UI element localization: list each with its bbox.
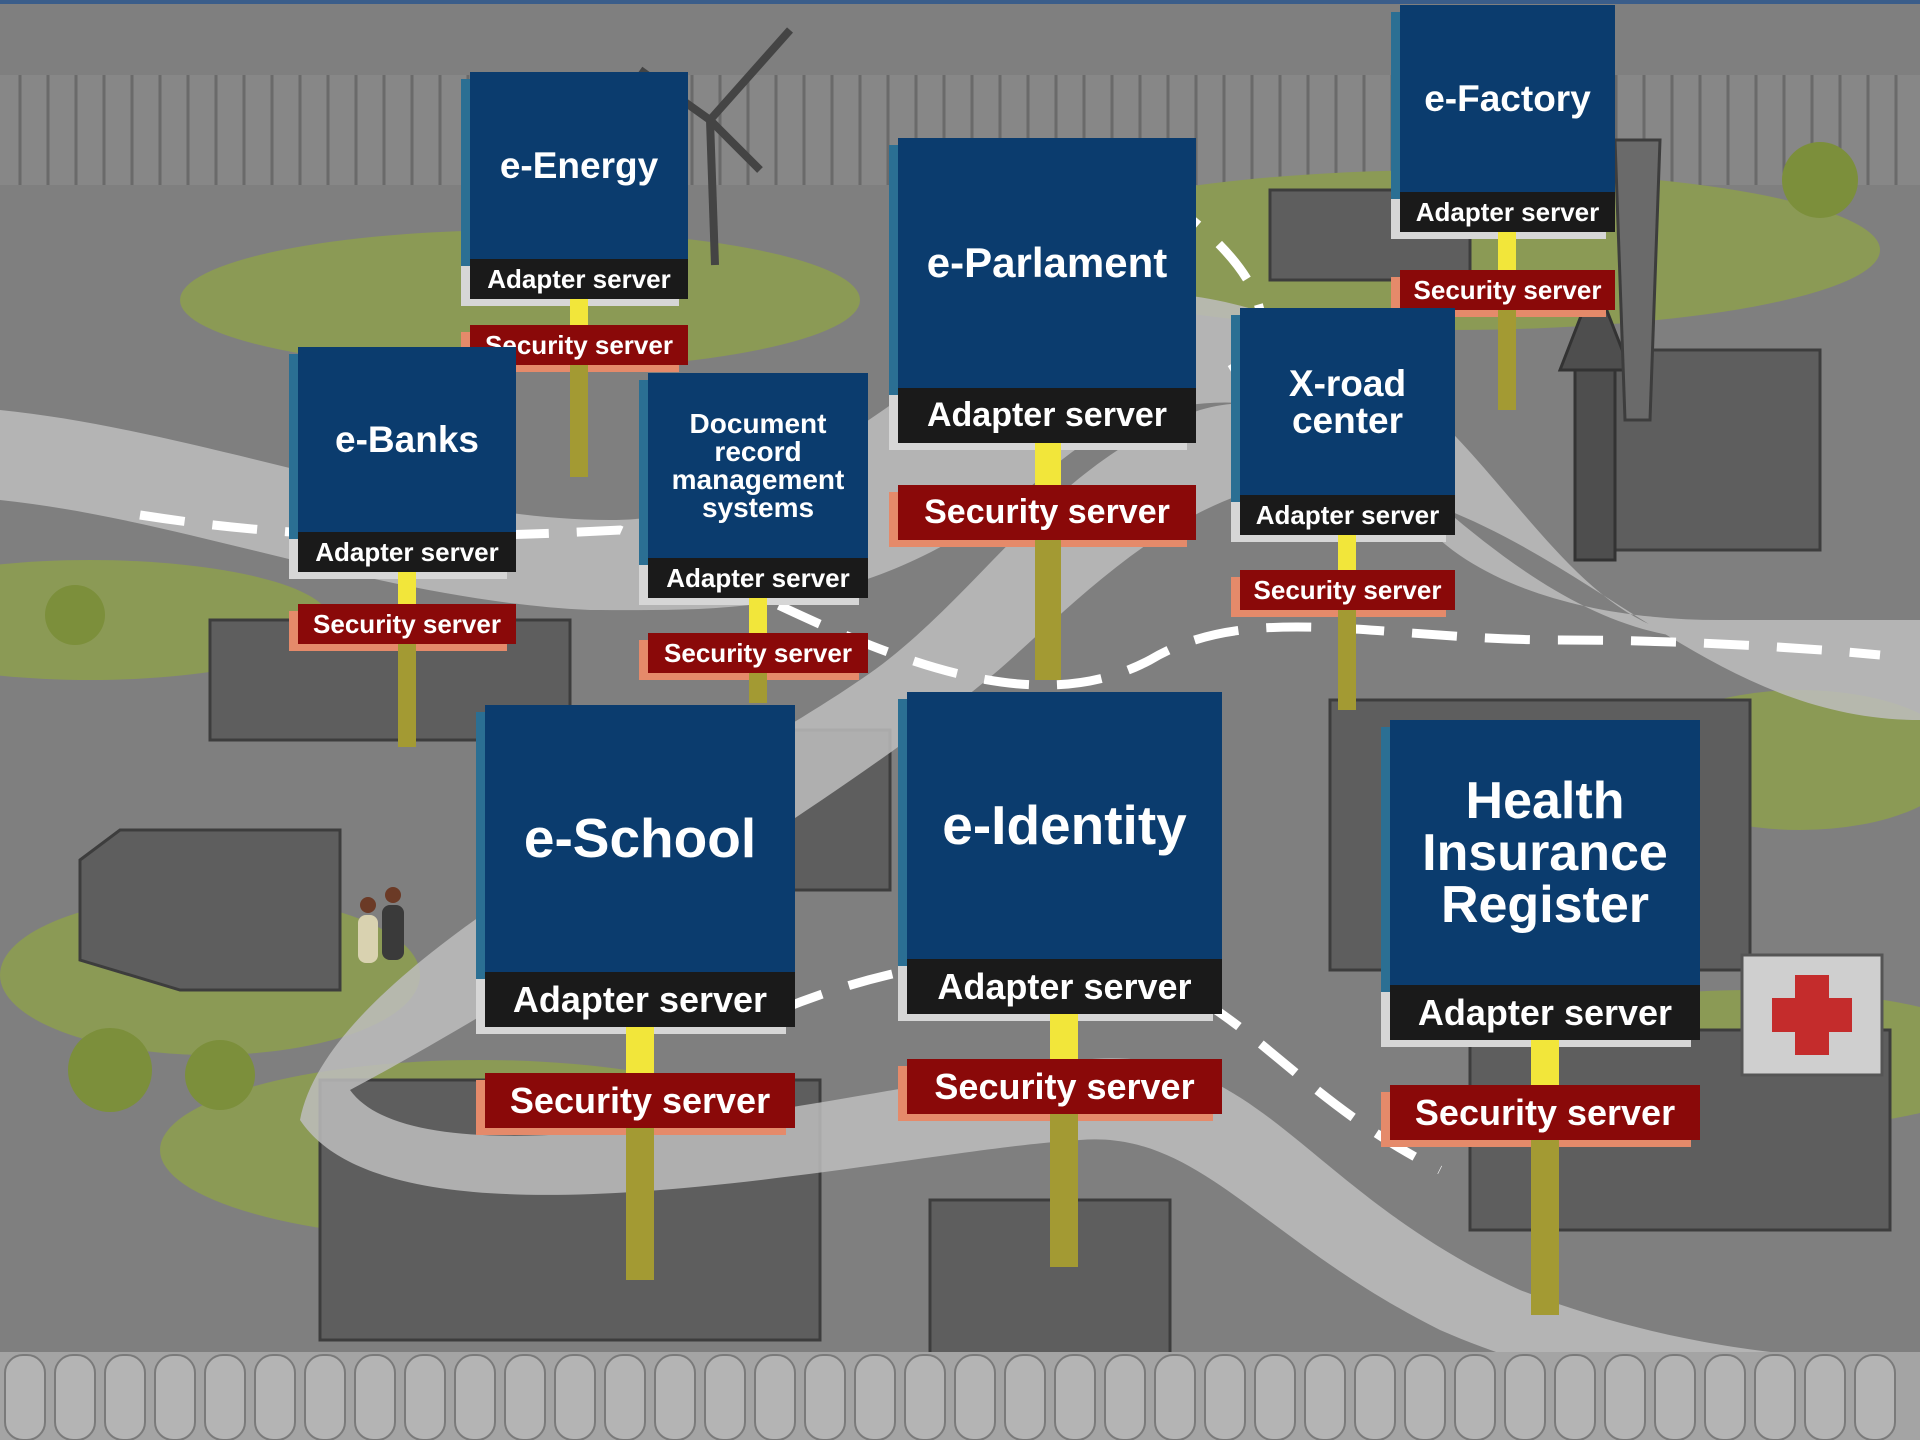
sign-post	[1050, 1114, 1078, 1267]
sign-title-line: record	[714, 435, 802, 467]
connector	[626, 1027, 654, 1073]
connector	[1050, 1014, 1078, 1059]
adapter-server-label: Adapter server	[1390, 985, 1700, 1040]
security-server-label: Security server	[470, 325, 688, 365]
sign-e-factory: e-Factory Adapter server Security server	[1400, 5, 1615, 410]
security-server-label: Security server	[298, 604, 516, 644]
connector	[1338, 535, 1356, 570]
sign-title-line: Health	[1465, 771, 1625, 830]
church	[1557, 275, 1633, 562]
sign-title: Health Insurance Register	[1390, 720, 1700, 985]
sign-health-insurance-register: Health Insurance Register Adapter server…	[1390, 720, 1700, 1320]
hospital-sign	[1740, 953, 1884, 1077]
sign-title: X-road center	[1240, 308, 1455, 495]
pedestrians	[358, 887, 404, 963]
sign-title: e-School	[485, 705, 795, 972]
sign-e-energy: e-Energy Adapter server Security server	[470, 72, 688, 482]
adapter-server-label: Adapter server	[485, 972, 795, 1027]
sign-post	[1498, 310, 1516, 410]
factory-chimney	[1613, 138, 1662, 422]
adapter-server-label: Adapter server	[298, 532, 516, 572]
connector	[749, 598, 767, 633]
sign-title-line: Insurance	[1422, 823, 1668, 882]
security-server-label: Security server	[1400, 270, 1615, 310]
road	[0, 292, 1920, 1421]
sign-e-banks: e-Banks Adapter server Security server	[298, 347, 516, 752]
sign-title: Document record management systems	[648, 373, 868, 558]
sign-title-line: systems	[701, 491, 815, 523]
sign-post	[749, 673, 767, 703]
connector	[1035, 443, 1061, 485]
sign-title: e-Energy	[470, 72, 688, 259]
sign-document-record-management: Document record management systems Adapt…	[648, 373, 868, 703]
sign-post	[570, 365, 588, 477]
sign-x-road-center: X-road center Adapter server Security se…	[1240, 308, 1455, 713]
sign-title: e-Parlament	[898, 138, 1196, 388]
sign-post	[1338, 610, 1356, 710]
adapter-server-label: Adapter server	[1400, 192, 1615, 232]
security-server-label: Security server	[648, 633, 868, 673]
security-server-label: Security server	[1390, 1085, 1700, 1140]
sign-e-identity: e-Identity Adapter server Security serve…	[907, 692, 1222, 1272]
sign-title-line: management	[671, 463, 845, 495]
sign-title-line: Document	[689, 407, 827, 439]
sign-title: e-Banks	[298, 347, 516, 532]
sign-e-parlament: e-Parlament Adapter server Security serv…	[898, 138, 1196, 683]
adapter-server-label: Adapter server	[648, 558, 868, 598]
sign-post	[626, 1128, 654, 1280]
sign-title-line: X-road	[1288, 362, 1407, 404]
adapter-server-label: Adapter server	[907, 959, 1222, 1014]
sign-e-school: e-School Adapter server Security server	[485, 705, 795, 1285]
adapter-server-label: Adapter server	[470, 259, 688, 299]
sign-title-line: center	[1291, 399, 1404, 441]
connector	[570, 299, 588, 325]
security-server-label: Security server	[907, 1059, 1222, 1114]
connector	[398, 572, 416, 604]
sign-title: e-Factory	[1400, 5, 1615, 192]
sign-title: e-Identity	[907, 692, 1222, 959]
sign-post	[398, 644, 416, 747]
security-server-label: Security server	[898, 485, 1196, 540]
security-server-label: Security server	[1240, 570, 1455, 610]
sign-post	[1035, 540, 1061, 680]
connector	[1498, 232, 1516, 270]
connector	[1531, 1040, 1559, 1085]
security-server-label: Security server	[485, 1073, 795, 1128]
sign-title-line: Register	[1440, 875, 1650, 934]
adapter-server-label: Adapter server	[1240, 495, 1455, 535]
sign-post	[1531, 1140, 1559, 1315]
adapter-server-label: Adapter server	[898, 388, 1196, 443]
trees	[45, 142, 1858, 1112]
front-fence	[0, 1352, 1920, 1440]
